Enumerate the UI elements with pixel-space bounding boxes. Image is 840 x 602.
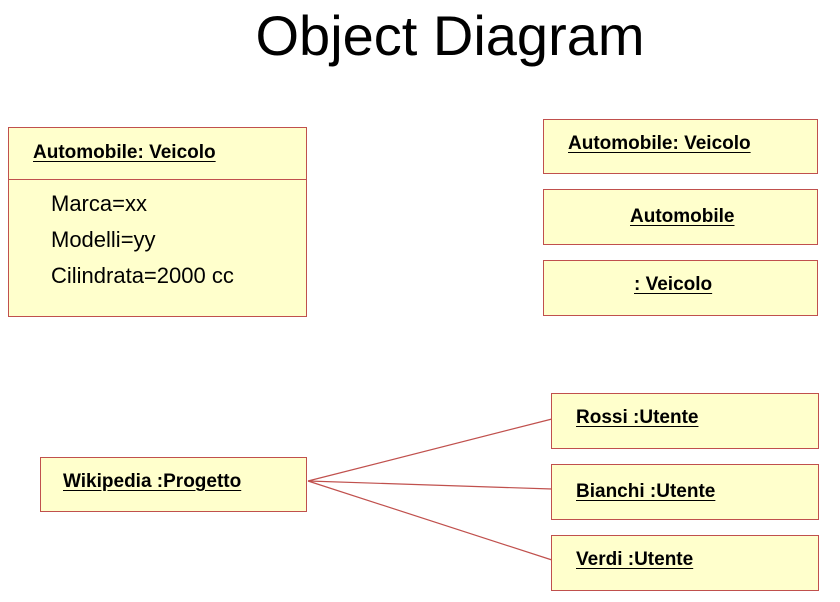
object-box-named-only[interactable]: Automobile [543,189,818,245]
object-box-user-verdi[interactable]: Verdi :Utente [551,535,819,591]
link-wikipedia-rossi [307,418,553,482]
object-name: Bianchi :Utente [576,481,716,502]
compartment-divider [9,179,306,180]
object-name: Automobile: Veicolo [568,132,751,154]
attribute-marca: Marca=xx [51,191,147,216]
attribute-cilindrata: Cilindrata=2000 cc [51,263,234,288]
link-wikipedia-bianchi [307,480,553,490]
object-box-automobile-full[interactable]: Automobile: Veicolo Marca=xx Modelli=yy … [8,127,307,317]
link-wikipedia-verdi [307,480,553,561]
object-name: Wikipedia :Progetto [63,470,242,492]
object-name: : Veicolo [634,274,713,296]
object-name: Automobile [630,206,735,227]
object-name: Automobile: Veicolo [33,142,216,163]
object-name: Verdi :Utente [576,549,694,571]
object-box-wikipedia[interactable]: Wikipedia :Progetto [40,457,307,512]
attribute-list: Marca=xx Modelli=yy Cilindrata=2000 cc [51,186,234,294]
diagram-title: Object Diagram [255,4,645,67]
object-box-user-rossi[interactable]: Rossi :Utente [551,393,819,449]
attribute-modelli: Modelli=yy [51,227,156,252]
object-name: Rossi :Utente [576,407,699,429]
object-box-named-typed[interactable]: Automobile: Veicolo [543,119,818,174]
object-box-user-bianchi[interactable]: Bianchi :Utente [551,464,819,520]
object-box-anonymous-typed[interactable]: : Veicolo [543,260,818,316]
